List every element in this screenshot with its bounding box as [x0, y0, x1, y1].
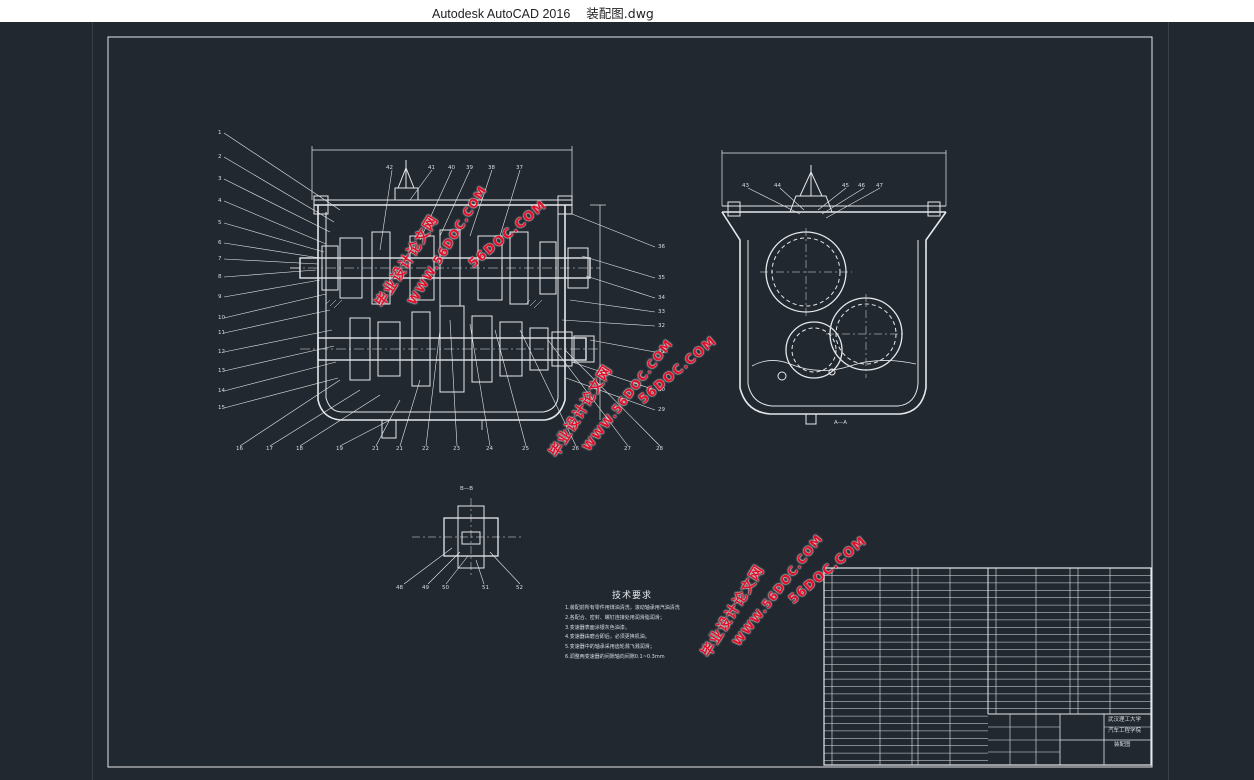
- main-assembly-view: [223, 132, 661, 447]
- tech-req-line: 3.变速器表面涂银灰色油漆。: [565, 624, 630, 631]
- part-number-label: 28: [656, 446, 663, 452]
- part-number-label: 21: [396, 446, 403, 452]
- part-number-label: 46: [858, 183, 865, 189]
- part-number-label: 5: [218, 220, 222, 226]
- cad-drawing[interactable]: [0, 22, 1254, 780]
- part-number-label: 51: [482, 585, 489, 591]
- window-titlebar: Autodesk AutoCAD 2016 装配图.dwg: [0, 0, 1254, 22]
- tech-req-title: 技术要求: [612, 591, 653, 601]
- tech-req-line: 4.变速器由磨合即后，必须更换机油。: [565, 634, 650, 641]
- tech-req-line: 1.装配前所有零件用煤油清洗，滚动轴承用汽油清洗: [565, 605, 680, 611]
- part-number-label: 39: [466, 165, 473, 171]
- part-number-label: 27: [624, 446, 631, 452]
- part-number-label: 25: [522, 446, 529, 452]
- part-number-label: 9: [218, 294, 222, 300]
- tech-req-list: 1.装配前所有零件用煤油清洗，滚动轴承用汽油清洗 2.各配合、密封、螺钉连接处用…: [565, 604, 680, 663]
- part-number-label: 24: [486, 446, 493, 452]
- part-number-label: 10: [218, 315, 225, 321]
- part-number-label: 7: [218, 256, 222, 262]
- tech-req-line: 6.调整两变速器的间隙轴向间隙0.1~0.3mm: [565, 653, 665, 660]
- part-number-label: 16: [236, 446, 243, 452]
- part-number-label: 32: [658, 323, 665, 329]
- title-block: [823, 567, 1152, 766]
- part-number-label: 52: [516, 585, 523, 591]
- part-number-label: 40: [448, 165, 455, 171]
- part-number-label: 2: [218, 154, 222, 160]
- part-number-label: 6: [218, 240, 222, 246]
- part-number-label: 14: [218, 388, 225, 394]
- section-label-bb: B—B: [460, 486, 474, 492]
- app-name: Autodesk AutoCAD 2016: [432, 7, 571, 21]
- part-number-label: 48: [396, 585, 403, 591]
- part-number-label: 11: [218, 330, 225, 336]
- drawing-frame: [107, 36, 1153, 768]
- part-number-label: 33: [658, 309, 665, 315]
- part-number-label: 23: [453, 446, 460, 452]
- part-number-label: 13: [218, 368, 225, 374]
- part-number-label: 34: [658, 295, 665, 301]
- part-number-label: 37: [516, 165, 523, 171]
- part-number-label: 36: [658, 244, 665, 250]
- part-number-label: 30: [658, 387, 665, 393]
- part-number-label: 18: [296, 446, 303, 452]
- drawing-canvas[interactable]: [0, 22, 1254, 780]
- part-number-label: 50: [442, 585, 449, 591]
- sheet-edge-left: [92, 22, 93, 780]
- part-number-label: 47: [876, 183, 883, 189]
- part-number-label: 12: [218, 349, 225, 355]
- part-number-label: 15: [218, 405, 225, 411]
- part-number-label: 26: [572, 446, 579, 452]
- part-number-label: 1: [218, 130, 222, 136]
- part-number-label: 8: [218, 274, 222, 280]
- tech-req-line: 5.变速器中的轴承采用齿轮溅飞溅润滑；: [565, 644, 655, 651]
- title-block-college: 汽车工程学院: [1108, 728, 1142, 734]
- part-number-label: 21: [372, 446, 379, 452]
- part-number-label: 22: [422, 446, 429, 452]
- part-number-label: 43: [742, 183, 749, 189]
- part-number-label: 4: [218, 198, 222, 204]
- part-number-label: 3: [218, 176, 222, 182]
- part-number-label: 31: [658, 349, 665, 355]
- tech-req-line: 2.各配合、密封、螺钉连接处用润滑脂润滑；: [565, 614, 665, 621]
- part-number-label: 41: [428, 165, 435, 171]
- window-title: Autodesk AutoCAD 2016 装配图.dwg: [432, 3, 654, 22]
- part-number-label: 49: [422, 585, 429, 591]
- section-label-aa: A—A: [834, 420, 848, 426]
- part-number-label: 44: [774, 183, 781, 189]
- title-block-name: 装配图: [1114, 742, 1131, 748]
- document-name: 装配图.dwg: [586, 6, 654, 21]
- sheet-edge-right: [1168, 22, 1169, 780]
- part-number-label: 17: [266, 446, 273, 452]
- part-number-label: 38: [488, 165, 495, 171]
- section-view-aa: [721, 150, 947, 425]
- part-number-label: 45: [842, 183, 849, 189]
- part-number-label: 19: [336, 446, 343, 452]
- section-view-bb: [403, 498, 524, 585]
- part-number-label: 29: [658, 407, 665, 413]
- part-number-label: 42: [386, 165, 393, 171]
- title-block-school: 武汉理工大学: [1108, 717, 1142, 723]
- part-number-label: 35: [658, 275, 665, 281]
